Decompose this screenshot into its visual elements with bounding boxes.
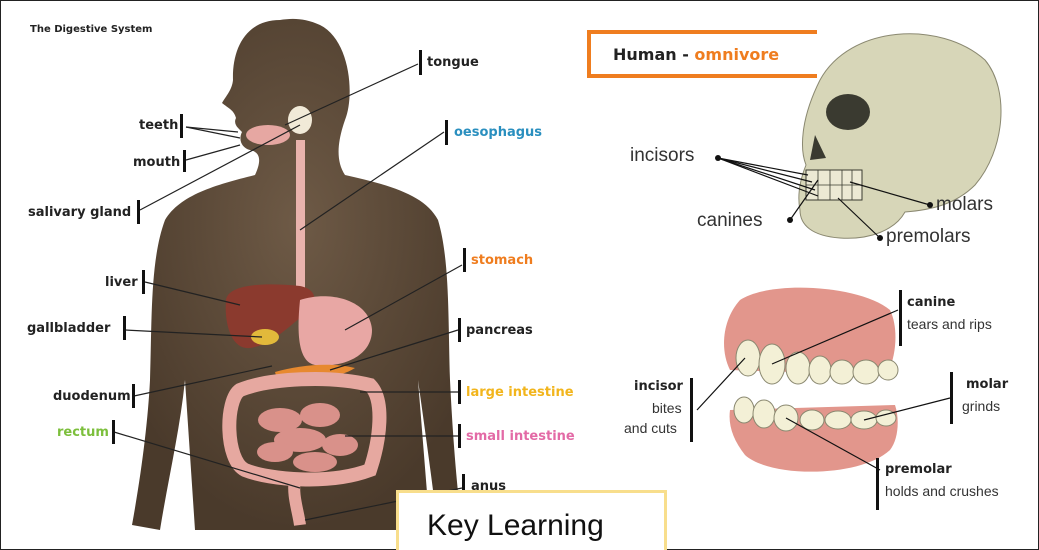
label-incisor-desc1: bites	[652, 400, 682, 416]
label-canine-title: canine	[907, 295, 955, 310]
molar-bar	[950, 372, 953, 424]
label-premolar-desc: holds and crushes	[885, 483, 999, 499]
label-incisor-desc2: and cuts	[624, 420, 677, 436]
premolar-bar	[876, 458, 879, 510]
label-canine-desc: tears and rips	[907, 316, 992, 332]
label-molar-desc: grinds	[962, 398, 1000, 414]
label-incisor-title: incisor	[634, 379, 683, 394]
lower-teeth	[734, 397, 896, 431]
key-learning-text: Key Learning	[427, 509, 604, 543]
canine-bar	[899, 290, 902, 346]
label-molar-title: molar	[966, 377, 1008, 392]
label-premolar-title: premolar	[885, 462, 952, 477]
incisor-bar	[690, 378, 693, 442]
key-learning-box: Key Learning	[396, 490, 667, 550]
